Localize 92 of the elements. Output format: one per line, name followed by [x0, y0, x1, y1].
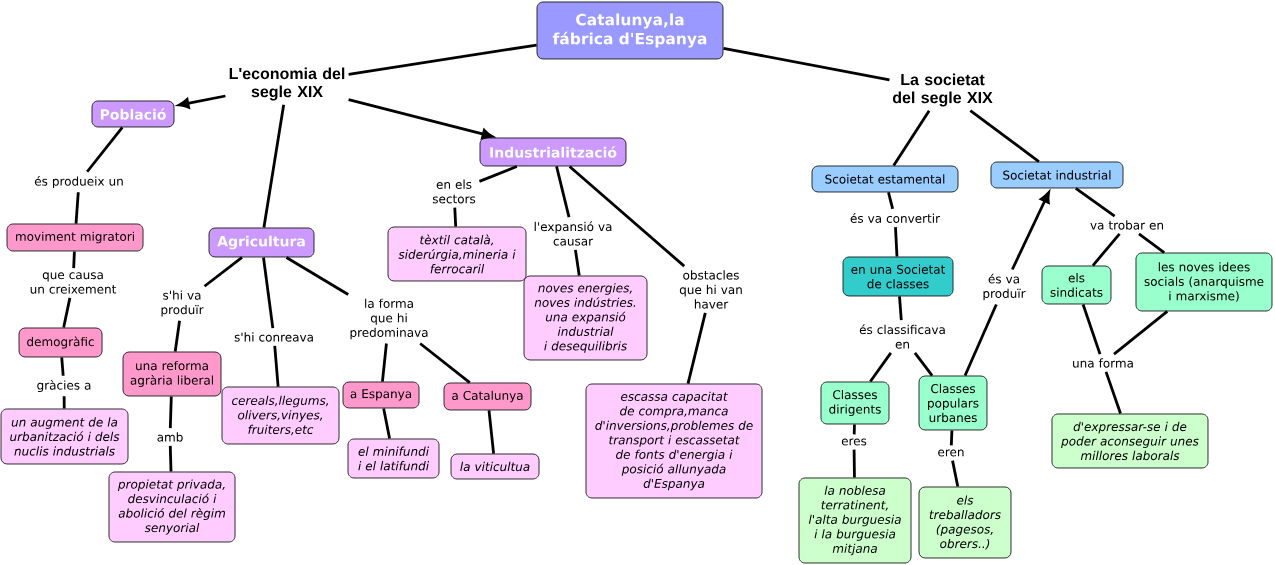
concept-box: el minifundi i el latifundi [347, 438, 440, 479]
connector-line [887, 192, 895, 210]
connector-line [913, 352, 934, 377]
concept-label: L'economia del segle XIX [229, 67, 345, 101]
linking-phrase: la forma que hi predominava [350, 298, 428, 340]
connector-line [686, 312, 707, 384]
linking-phrase: s'hi conreava [234, 332, 313, 342]
linking-phrase: és produeix un [34, 175, 123, 189]
connector-line [568, 165, 686, 268]
connector-line [173, 320, 181, 352]
linking-phrase: obstacles que hi van haver [679, 270, 742, 309]
linking-phrase: és classificava en [859, 324, 945, 349]
concept-box: els sindicats [1041, 265, 1112, 305]
connector-line [963, 303, 998, 377]
connector-line [892, 109, 931, 167]
connector-line [1081, 304, 1102, 355]
connector-line [949, 430, 954, 446]
connector-line [969, 109, 1040, 163]
concept-box: les noves idees socials (anarquisme i marxisme) [1135, 252, 1273, 312]
connector-line [74, 192, 80, 224]
connector-line [382, 408, 391, 439]
linking-phrase: va trobar en [1090, 220, 1163, 230]
concept-box: demogràfic [18, 327, 103, 358]
concept-box: una reforma agrària liberal [122, 351, 222, 397]
connector-line [60, 357, 65, 376]
concept-box: d'expressar-se i de poder aconseguir unes millores laborals [1051, 413, 1209, 469]
concept-label: La societat del segle XIX [892, 73, 993, 107]
concept-box: Catalunya,la fábrica d'Espanya [536, 1, 724, 60]
linking-phrase: s'hi va produïr [161, 290, 204, 317]
linking-phrase: eren [938, 449, 964, 457]
concept-box: tèxtil català, siderúrgia,mineria i ferrocaril [387, 226, 527, 282]
connector-line [478, 165, 518, 183]
linking-phrase: una forma [1073, 358, 1133, 368]
connector-line [72, 251, 76, 269]
connector-line [852, 424, 856, 435]
concept-box: noves energies, noves indústries. una expansió industrial i desequilibris [523, 275, 648, 361]
connector-line [487, 410, 495, 454]
arrow [348, 98, 494, 140]
concept-box: la viticultua [450, 453, 540, 480]
concept-box: Població [91, 100, 175, 128]
connector-line [262, 257, 275, 329]
concept-box: la noblesa terratinent, l'alta burguesia i la burguesia mitjana [798, 477, 912, 564]
connector-line [894, 227, 899, 257]
linking-phrase: que causa un creixement [30, 272, 117, 294]
connector-line [574, 249, 581, 276]
concept-box: propietat privada, desvinculació i abolició del règim senyorial [108, 471, 236, 543]
connector-line [453, 207, 458, 227]
connector-line [869, 352, 892, 383]
connector-line [262, 104, 286, 228]
connector-line [285, 256, 349, 296]
connector-line [852, 449, 856, 478]
concept-box: a Espanya [342, 381, 420, 409]
linking-phrase: amb [157, 432, 183, 442]
concept-box: Classes dirigents [820, 381, 890, 425]
concept-box: escassa capacitat de compra,manca d'inversions,problemes de transport i escassetat de fonts d'energia i posició allunyada d'Espanya [585, 383, 763, 499]
connector-line [1113, 310, 1169, 356]
connector-line [62, 297, 72, 328]
connector-line [419, 342, 471, 384]
concept-box: els treballadors (pagesos, obrers..) [918, 486, 1012, 559]
connector-line [86, 126, 124, 173]
connector-line [723, 46, 890, 82]
concept-box: Industrialització [479, 137, 627, 167]
connector-line [898, 296, 903, 321]
concept-box: cereals,llegums, olivers,vinyes, fruiters,etc [221, 386, 340, 445]
linking-phrase: gràcies a [37, 379, 91, 393]
connector-line [168, 396, 173, 429]
concept-box: Societat industrial [990, 161, 1124, 189]
linking-phrase: en els sectors [432, 179, 476, 204]
connector-line [273, 345, 280, 387]
concept-box: Scoietat estamental [811, 165, 959, 193]
connector-line [951, 460, 960, 487]
linking-phrase: és va produïr [983, 273, 1026, 301]
connector-line [1104, 371, 1122, 414]
concept-box: a Catalunya [443, 382, 532, 411]
connector-line [381, 343, 388, 382]
concept-box: un augment de la urbanització i dels nuclis industrials [0, 408, 129, 465]
linking-phrase: eres [841, 438, 867, 446]
connector-line [555, 166, 571, 218]
connector-line [62, 396, 66, 409]
concept-box: Classes populars urbanes [918, 375, 988, 431]
concept-box: moviment migratori [6, 223, 144, 252]
concept-box: en una Societat de classes [842, 256, 954, 297]
connector-line [1091, 232, 1121, 267]
arrow [1011, 191, 1050, 271]
connector-line [1075, 187, 1116, 218]
linking-phrase: l'expansió va causar [534, 221, 612, 246]
concept-box: Agricultura [208, 227, 315, 258]
connector-line [348, 43, 537, 76]
connector-line [203, 256, 243, 288]
linking-phrase: és va convertir [850, 213, 940, 223]
connector-line [168, 445, 173, 472]
connector-line [1138, 232, 1166, 254]
